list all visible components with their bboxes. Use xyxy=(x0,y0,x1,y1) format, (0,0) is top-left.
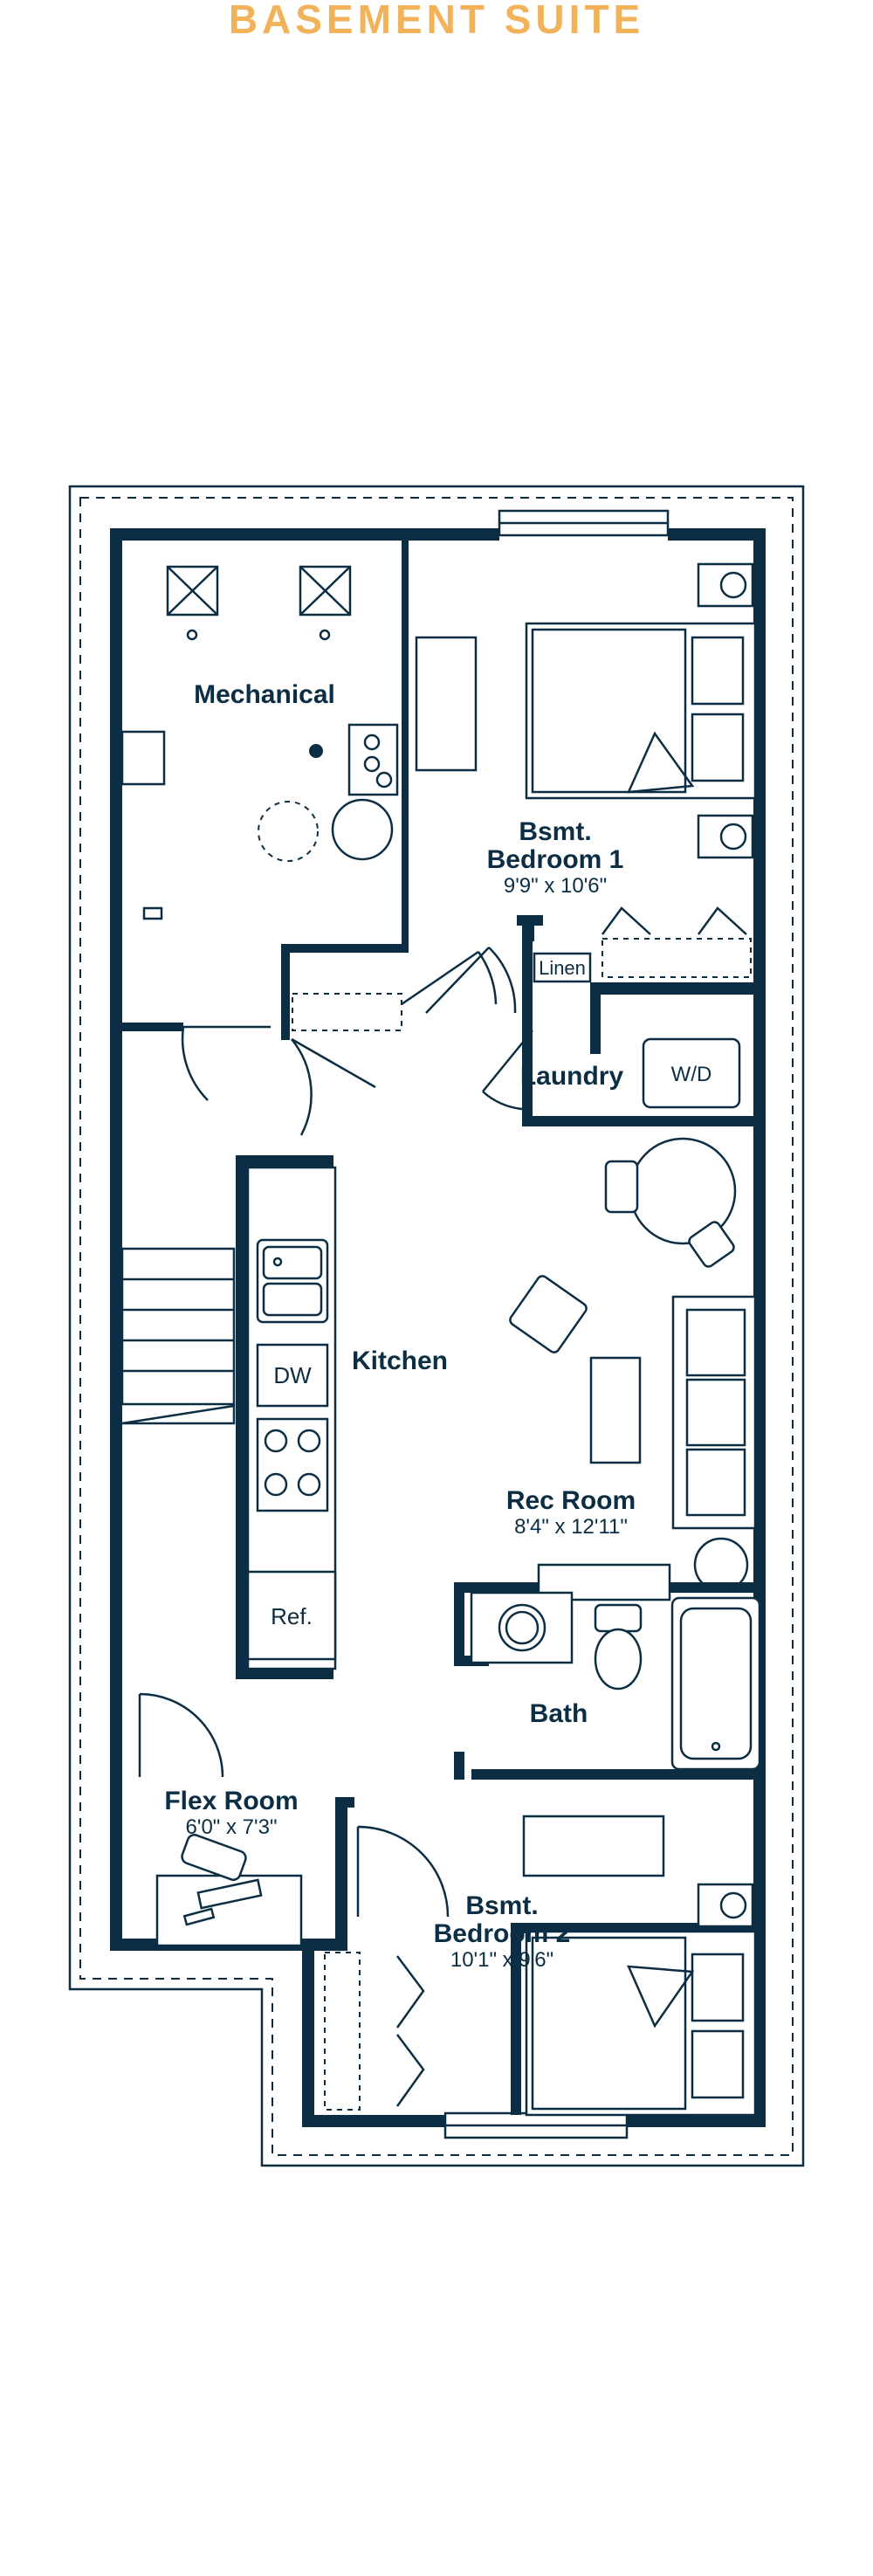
stairs xyxy=(120,1247,236,1425)
bedroom1-label-line2: Bedroom 1 xyxy=(487,845,624,874)
hall-door-center[interactable] xyxy=(291,1037,376,1136)
laundry-label: Laundry xyxy=(520,1062,624,1091)
armchair xyxy=(509,1275,588,1353)
bedroom2-closet-doors[interactable] xyxy=(395,1955,425,2107)
bedroom1-closet xyxy=(601,938,752,978)
lot-outline-inner xyxy=(79,497,794,2156)
window-top xyxy=(498,509,670,537)
window-bottom xyxy=(443,2111,629,2139)
hall-closet xyxy=(292,993,402,1031)
toilet xyxy=(594,1628,643,1691)
mechanical-label: Mechanical xyxy=(194,680,335,709)
linen-label: Linen xyxy=(539,957,586,979)
stove xyxy=(256,1417,329,1512)
sofa xyxy=(671,1295,757,1530)
refrigerator-label: Ref. xyxy=(271,1603,313,1629)
bath-label: Bath xyxy=(530,1699,588,1728)
laundry-door[interactable] xyxy=(482,1030,533,1111)
flex-room-desk xyxy=(155,1834,303,1947)
dishwasher-label: DW xyxy=(273,1362,312,1388)
flex-room-dimensions: 6'0" x 7'3" xyxy=(186,1815,278,1839)
bedroom2-furniture xyxy=(522,1815,757,2117)
bedroom2-door[interactable] xyxy=(356,1825,450,1918)
bathtub xyxy=(670,1596,761,1771)
bedroom1-door[interactable] xyxy=(425,947,517,1014)
washer-dryer xyxy=(642,1037,741,1109)
rec-room-label: Rec Room xyxy=(506,1486,636,1515)
flex-room-door[interactable] xyxy=(138,1692,224,1778)
bedroom1-dimensions: 9'9" x 10'6" xyxy=(504,874,607,898)
hall-door-left[interactable] xyxy=(181,1025,271,1101)
linen-closet xyxy=(533,952,592,983)
bath-fixtures xyxy=(470,1591,761,1771)
bedroom1-closet-doors[interactable] xyxy=(601,906,747,935)
rec-room-dimensions: 8'4" x 12'11" xyxy=(514,1515,628,1539)
coffee-table xyxy=(589,1356,642,1464)
mechanical-door[interactable] xyxy=(401,950,498,1006)
refrigerator xyxy=(246,1570,337,1661)
bedroom1-furniture xyxy=(415,562,757,859)
bedroom2-label-line1: Bsmt. xyxy=(465,1891,538,1920)
bath-sink xyxy=(498,1603,546,1652)
kitchen-counters xyxy=(246,1166,337,1670)
interior-walls xyxy=(122,541,766,2115)
bedroom2-closet xyxy=(324,1952,361,2111)
bedroom2-label-line2: Bedroom 2 xyxy=(434,1919,571,1948)
mechanical-equipment xyxy=(120,565,399,920)
bedroom2-dimensions: 10'1" x 9'6" xyxy=(450,1948,553,1972)
kitchen-label: Kitchen xyxy=(352,1347,448,1375)
lot-outline xyxy=(68,485,805,2167)
page-title: BASEMENT SUITE xyxy=(229,0,644,42)
dishwasher xyxy=(256,1343,329,1408)
bedroom1-label-line1: Bsmt. xyxy=(519,817,591,846)
kitchen-sink xyxy=(256,1238,329,1324)
washer-dryer-label: W/D xyxy=(671,1063,712,1086)
exterior-walls xyxy=(110,528,766,2127)
flex-room-label: Flex Room xyxy=(164,1787,298,1815)
